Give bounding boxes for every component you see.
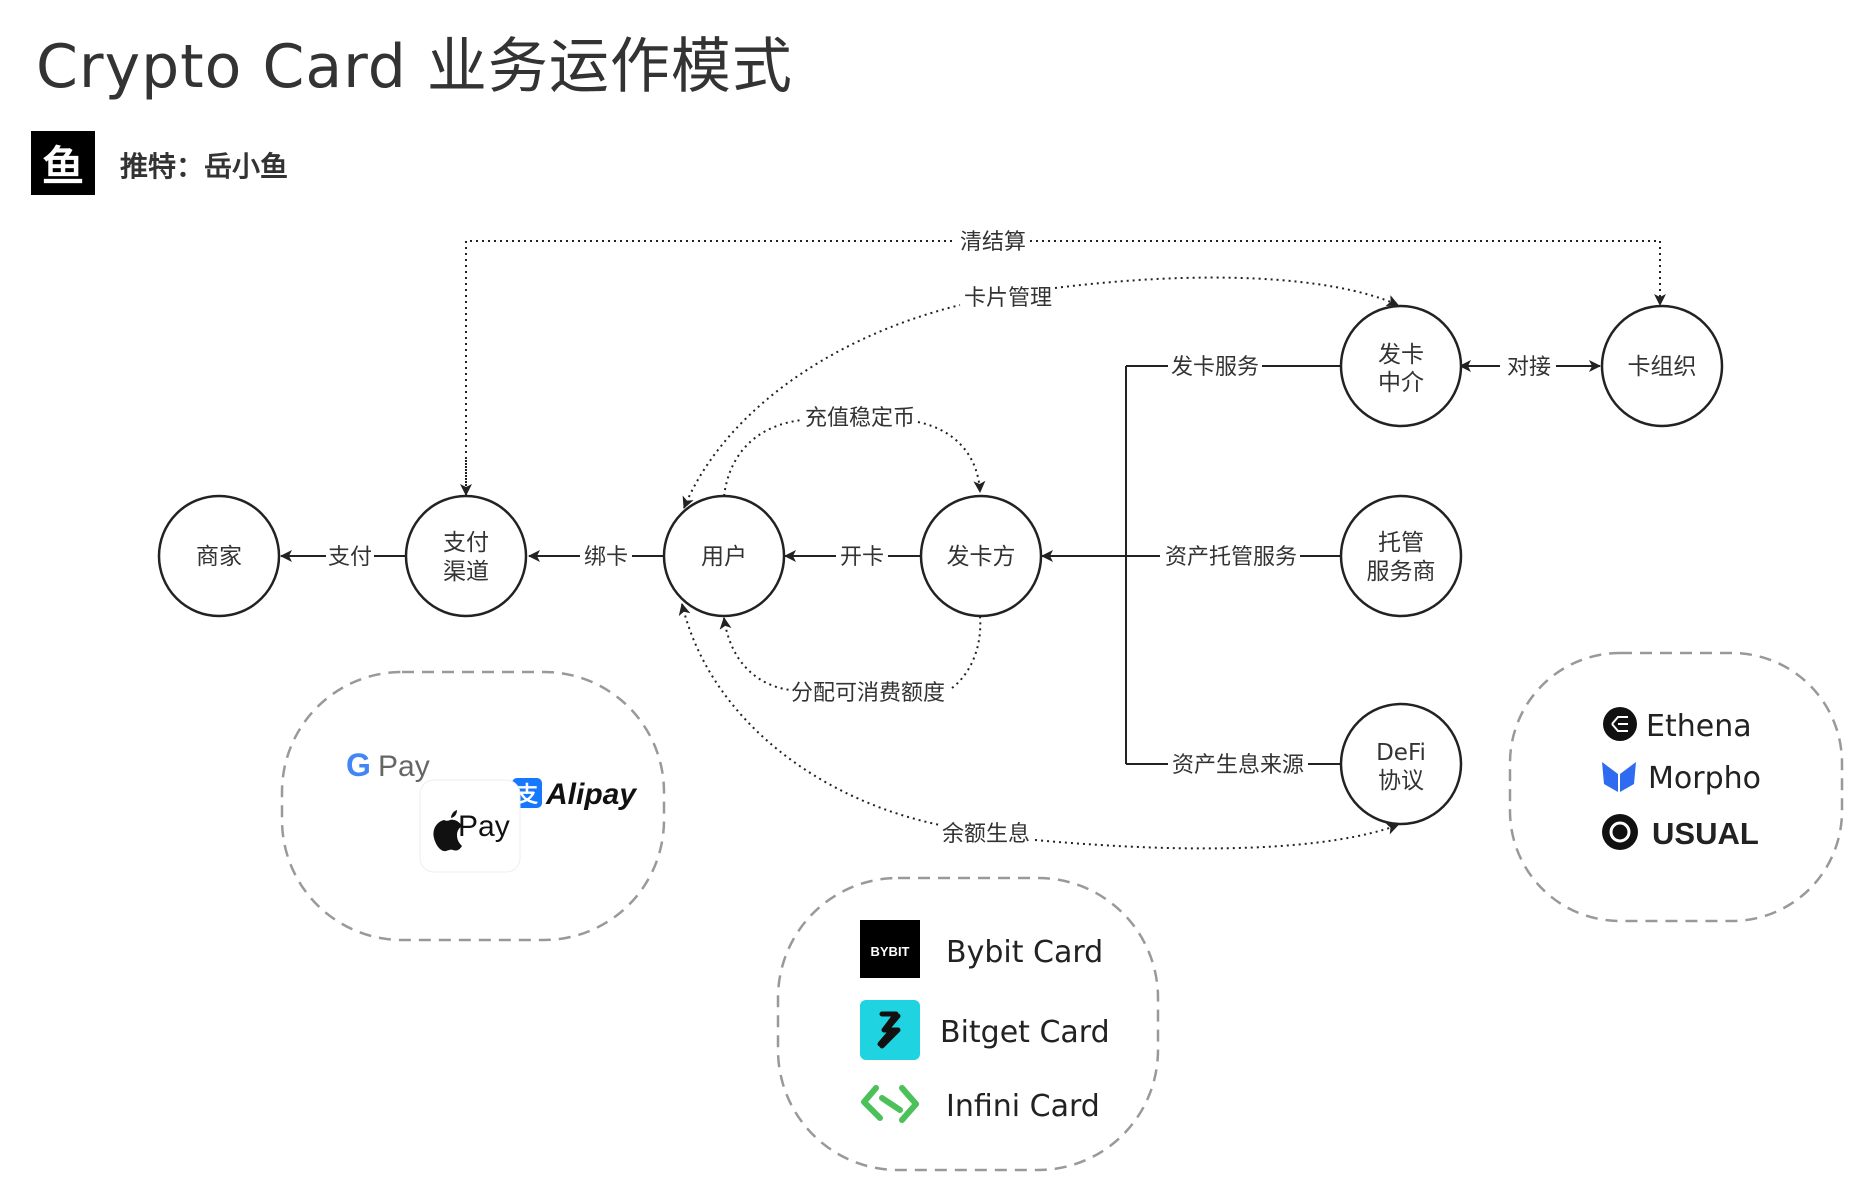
alipay-logo: 支 Alipay	[512, 778, 637, 811]
node-issuer: 发卡方	[919, 494, 1043, 618]
group-card-brands: BYBIT Bybit Card Bitget Card Infini Card	[776, 876, 1160, 1172]
node-custodian-label-1: 托管	[1378, 530, 1424, 556]
usual-label: USUAL	[1652, 816, 1759, 851]
edge-label-allocate: 分配可消费额度	[791, 681, 945, 706]
ethena-logo-icon	[1603, 707, 1637, 741]
author-badge: 鱼	[31, 131, 95, 195]
edge-services-bracket	[1041, 365, 1340, 765]
bybit-logo-icon: BYBIT	[860, 920, 920, 978]
node-defi-label-2: 协议	[1378, 768, 1424, 794]
ethena-label: Ethena	[1646, 709, 1752, 744]
node-issuing-agent-label-2: 中介	[1378, 370, 1424, 396]
apple-pay-logo: Pay	[419, 779, 521, 873]
node-issuing-agent: 发卡 中介	[1339, 304, 1463, 428]
edge-label-pay: 支付	[328, 545, 372, 570]
author-label: 推特：岳小鱼	[120, 150, 289, 183]
infini-logo-icon	[861, 1085, 919, 1123]
apple-icon	[433, 810, 462, 852]
edge-clearing	[460, 240, 1666, 496]
bitget-card-label: Bitget Card	[940, 1015, 1110, 1050]
edge-label-issuing-service: 发卡服务	[1171, 355, 1259, 380]
edge-label-custody-service: 资产托管服务	[1165, 545, 1297, 570]
edge-card-management	[682, 276, 1399, 509]
edge-label-connect: 对接	[1507, 355, 1551, 380]
node-card-org: 卡组织	[1600, 304, 1724, 428]
node-custodian-label-2: 服务商	[1367, 559, 1436, 585]
node-defi-label-1: DeFi	[1376, 740, 1426, 766]
morpho-logo-icon	[1602, 762, 1636, 792]
edge-label-clearing: 清结算	[960, 230, 1026, 255]
node-defi: DeFi 协议	[1339, 702, 1463, 826]
alipay-icon-glyph: 支	[516, 783, 539, 808]
edge-label-bind-card: 绑卡	[584, 545, 628, 570]
infini-card-label: Infini Card	[946, 1089, 1100, 1124]
bitget-logo-icon	[860, 1000, 920, 1060]
node-custodian: 托管 服务商	[1339, 494, 1463, 618]
node-issuing-agent-label-1: 发卡	[1378, 342, 1424, 368]
node-payment-channel-label-2: 渠道	[443, 559, 489, 585]
node-payment-channel-label-1: 支付	[443, 530, 489, 556]
edge-label-topup: 充值稳定币	[805, 406, 915, 431]
group-payment-brands: G Pay 支 Alipay Pay	[280, 670, 666, 942]
node-issuer-label: 发卡方	[947, 544, 1016, 570]
edge-label-balance-yield: 余额生息	[942, 822, 1030, 847]
node-merchant: 商家	[157, 494, 281, 618]
page-title: Crypto Card 业务运作模式	[36, 32, 793, 102]
google-pay-logo: G Pay	[346, 747, 430, 783]
google-pay-text: Pay	[378, 750, 430, 783]
node-card-org-label: 卡组织	[1628, 354, 1697, 380]
edge-balance-yield	[678, 603, 1399, 850]
group-defi-brands: Ethena Morpho USUAL	[1508, 651, 1844, 923]
edge-topup	[723, 419, 986, 497]
google-g-icon: G	[346, 747, 371, 783]
edge-label-card-management: 卡片管理	[964, 286, 1052, 311]
apple-pay-text: Pay	[458, 810, 510, 843]
node-user-label: 用户	[701, 544, 747, 570]
bybit-card-label: Bybit Card	[946, 935, 1103, 970]
edge-label-open-card: 开卡	[840, 545, 884, 570]
edge-label-yield-source: 资产生息来源	[1172, 753, 1304, 778]
alipay-text: Alipay	[545, 778, 637, 811]
usual-logo-icon	[1602, 814, 1638, 850]
edge-allocate	[719, 615, 982, 691]
bybit-logo-text: BYBIT	[871, 944, 910, 959]
node-payment-channel: 支付 渠道	[404, 494, 528, 618]
node-user: 用户	[662, 494, 786, 618]
morpho-label: Morpho	[1648, 761, 1761, 796]
node-merchant-label: 商家	[196, 544, 242, 570]
